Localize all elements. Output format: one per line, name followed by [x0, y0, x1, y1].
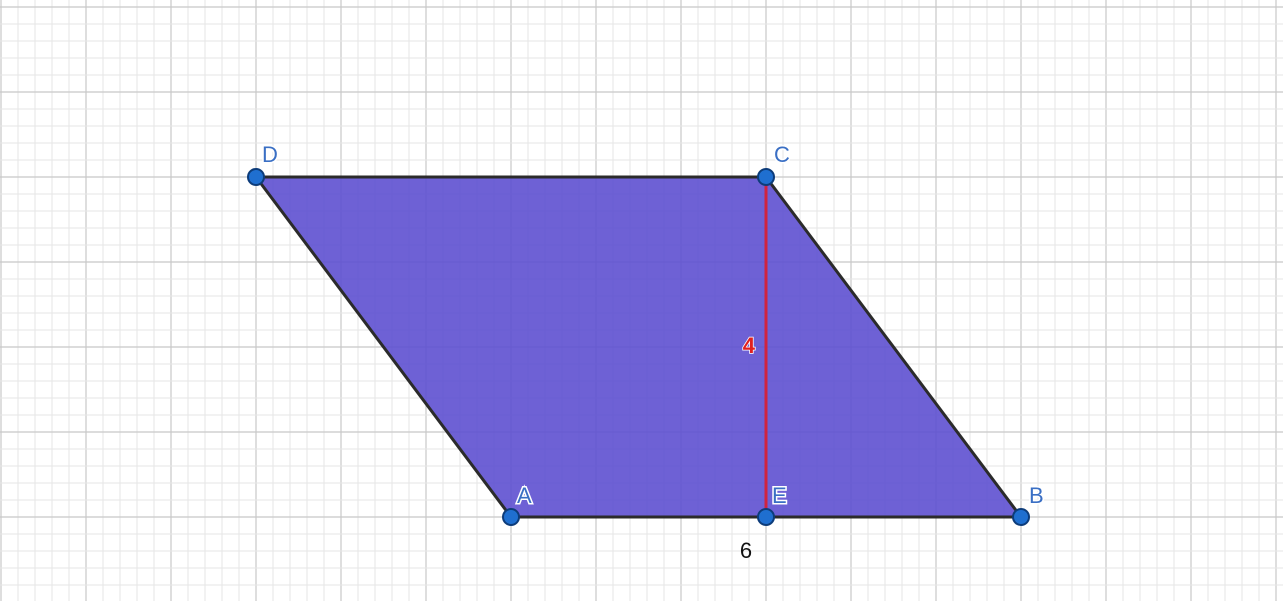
shapes	[247, 168, 1030, 526]
point-label-C: C	[774, 142, 790, 167]
point-label-B: B	[1029, 483, 1044, 508]
labels: A B C D E 4 6	[261, 141, 1046, 564]
point-A[interactable]	[502, 508, 520, 526]
point-B[interactable]	[1012, 508, 1030, 526]
point-label-E: E	[772, 483, 787, 508]
segment-DA[interactable]	[254, 175, 513, 519]
height-measure-label: 4	[743, 333, 756, 358]
point-D[interactable]	[247, 168, 265, 186]
point-label-A: A	[517, 483, 532, 508]
point-C[interactable]	[757, 168, 775, 186]
segment-BC[interactable]	[764, 175, 1023, 519]
point-label-D: D	[262, 142, 278, 167]
point-E[interactable]	[757, 508, 775, 526]
base-measure-label: 6	[740, 538, 752, 563]
